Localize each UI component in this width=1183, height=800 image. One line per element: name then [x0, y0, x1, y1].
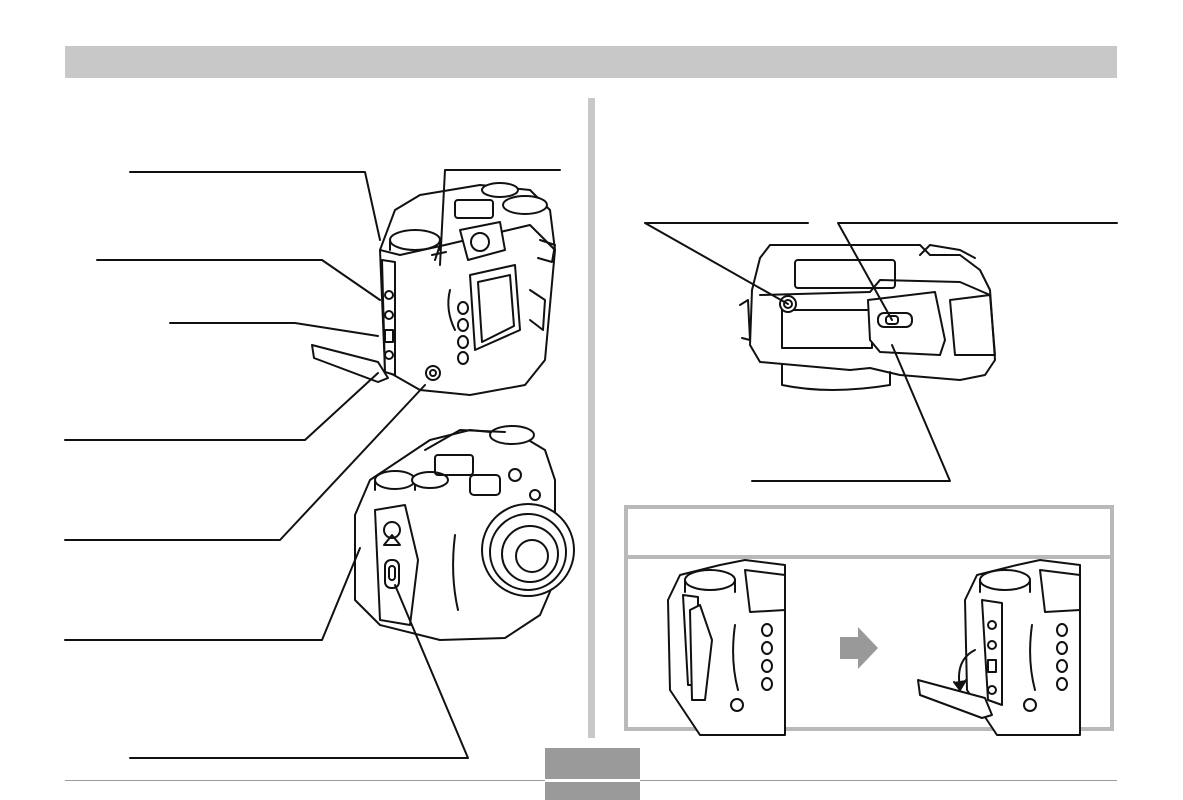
arrow-right-icon	[840, 627, 878, 669]
column-divider	[588, 98, 595, 738]
callout-line-l1	[129, 171, 381, 241]
callout-line-l8	[439, 169, 561, 266]
callout-line-l2	[96, 259, 381, 301]
callout-line-l6	[64, 547, 361, 641]
callout-line-r2	[837, 222, 1118, 321]
callout-line-l7	[129, 584, 469, 759]
camera-bottom-illustration	[739, 244, 996, 391]
procedure-box-divider	[628, 555, 1110, 559]
page-tab-gap	[545, 779, 640, 782]
page-number-tab	[545, 748, 640, 800]
camera-rear-side-illustration	[311, 182, 556, 396]
step-closed-cover-illustration	[667, 559, 786, 736]
callout-line-r3	[751, 344, 951, 482]
camera-front-illustration	[354, 425, 575, 641]
right-callout-lines	[644, 222, 1118, 482]
step-open-cover-illustration	[917, 559, 1081, 736]
callout-line-l5	[64, 384, 426, 541]
callout-line-r1	[644, 222, 809, 305]
callout-line-l4	[64, 372, 379, 441]
callout-line-l3	[169, 322, 379, 337]
left-callout-lines	[64, 169, 561, 759]
page-header-bar	[65, 46, 1117, 78]
